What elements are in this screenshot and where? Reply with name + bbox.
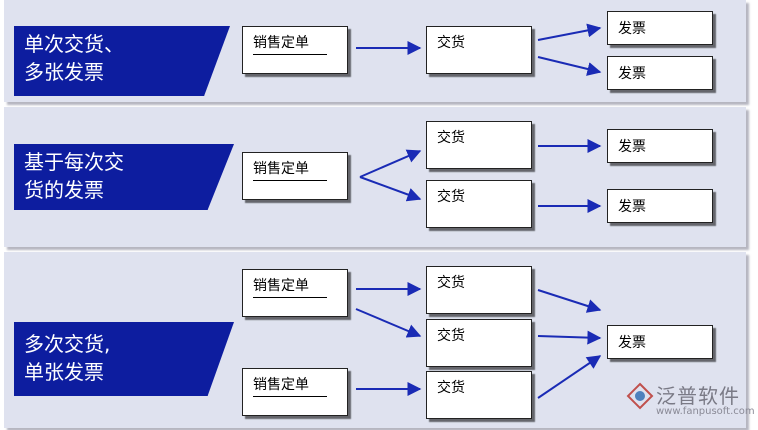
sales-order-box: 销售定单 <box>242 152 348 200</box>
invoice-label: 发票 <box>618 199 646 215</box>
scenario-2-title-line2: 货的发票 <box>24 178 104 202</box>
invoice-label: 发票 <box>618 66 646 82</box>
scenario-1-title-line2: 多张发票 <box>24 60 104 84</box>
delivery-label: 交货 <box>437 328 465 344</box>
scenario-2-title: 基于每次交 货的发票 <box>14 144 234 210</box>
brand-url: www.fanpusoft.com <box>656 406 755 417</box>
invoice-label: 发票 <box>618 139 646 155</box>
delivery-box: 交货 <box>426 121 532 169</box>
sales-order-label: 销售定单 <box>253 32 327 55</box>
fanpu-logo-icon <box>626 382 654 410</box>
sales-order-box: 销售定单 <box>242 368 348 416</box>
invoice-box: 发票 <box>607 189 713 223</box>
delivery-box: 交货 <box>426 371 532 419</box>
scenario-1-title-line1: 单次交货、 <box>24 32 124 56</box>
sales-order-label: 销售定单 <box>253 275 327 298</box>
brand-name: 泛普软件 <box>656 384 740 408</box>
invoice-box: 发票 <box>607 325 713 359</box>
invoice-box: 发票 <box>607 11 713 45</box>
delivery-label: 交货 <box>437 275 465 291</box>
scenario-3-title: 多次交货, 单张发票 <box>14 322 234 396</box>
delivery-label: 交货 <box>437 130 465 146</box>
invoice-label: 发票 <box>618 21 646 37</box>
sales-order-label: 销售定单 <box>253 158 327 181</box>
delivery-box: 交货 <box>426 266 532 314</box>
brand-logo: 泛普软件 www.fanpusoft.com <box>626 380 755 424</box>
delivery-box: 交货 <box>426 319 532 367</box>
scenario-1-title: 单次交货、 多张发票 <box>14 26 230 96</box>
delivery-label: 交货 <box>437 189 465 205</box>
delivery-label: 交货 <box>437 35 465 51</box>
sales-order-label: 销售定单 <box>253 374 327 397</box>
sales-order-box: 销售定单 <box>242 269 348 317</box>
scenario-3-title-line1: 多次交货, <box>24 332 111 356</box>
invoice-label: 发票 <box>618 335 646 351</box>
sales-order-box: 销售定单 <box>242 26 348 74</box>
scenario-2-title-line1: 基于每次交 <box>24 150 124 174</box>
invoice-box: 发票 <box>607 129 713 163</box>
delivery-box: 交货 <box>426 26 532 74</box>
scenario-3-title-line2: 单张发票 <box>24 360 104 384</box>
delivery-box: 交货 <box>426 180 532 228</box>
delivery-label: 交货 <box>437 380 465 396</box>
invoice-box: 发票 <box>607 56 713 90</box>
